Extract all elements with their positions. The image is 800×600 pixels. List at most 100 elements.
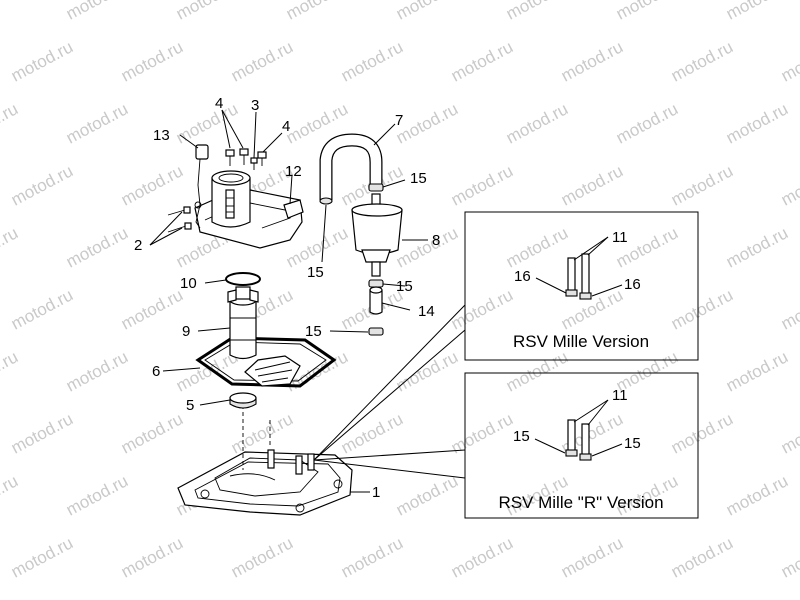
watermark-text: motod.ru bbox=[8, 37, 76, 85]
callout-8: 8 bbox=[432, 232, 440, 249]
pump-housing bbox=[194, 170, 304, 249]
watermark-text: motod.ru bbox=[8, 533, 76, 581]
callout-7: 7 bbox=[395, 112, 403, 129]
watermark-text: motod.ru bbox=[558, 533, 626, 581]
fuel-hose bbox=[319, 133, 383, 205]
watermark-text: motod.ru bbox=[778, 285, 800, 333]
hose-segment bbox=[369, 286, 383, 315]
callout-16-right: 16 bbox=[624, 276, 641, 293]
watermark-text: motod.ru bbox=[448, 533, 516, 581]
callout-14: 14 bbox=[418, 303, 435, 320]
watermark-text: motod.ru bbox=[338, 533, 406, 581]
callout-6: 6 bbox=[152, 363, 160, 380]
callout-1: 1 bbox=[372, 484, 380, 501]
watermark-text: motod.ru bbox=[723, 223, 791, 271]
watermark-text: motod.ru bbox=[723, 471, 791, 519]
assembly-guide-lines bbox=[242, 405, 271, 470]
watermark-text: motod.ru bbox=[668, 37, 736, 85]
callout-16-left: 16 bbox=[514, 268, 531, 285]
watermark-text: motod.ru bbox=[118, 37, 186, 85]
inset-rsv-mille-r bbox=[464, 372, 699, 519]
callout-5: 5 bbox=[186, 397, 194, 414]
callout-11-bottom: 11 bbox=[612, 387, 628, 404]
watermark-text: motod.ru bbox=[393, 347, 461, 395]
watermark-text: motod.ru bbox=[613, 0, 681, 24]
watermark-text: motod.ru bbox=[118, 533, 186, 581]
watermark-text: motod.ru bbox=[393, 223, 461, 271]
watermark-text: motod.ru bbox=[63, 471, 131, 519]
watermark-text: motod.ru bbox=[8, 161, 76, 209]
watermark-text: motod.ru bbox=[668, 409, 736, 457]
watermark-text: motod.ru bbox=[448, 161, 516, 209]
caption-rsv-mille-r: RSV Mille "R" Version bbox=[498, 493, 663, 512]
callout-15-inset-right: 15 bbox=[624, 435, 641, 452]
watermark-text: motod.ru bbox=[118, 409, 186, 457]
watermark-text: motod.ru bbox=[668, 533, 736, 581]
watermark-text: motod.ru bbox=[558, 37, 626, 85]
callout-13: 13 bbox=[153, 127, 170, 144]
watermark-text: motod.ru bbox=[63, 347, 131, 395]
watermark-text: motod.ru bbox=[0, 471, 21, 519]
ring-nut bbox=[229, 392, 257, 409]
fuel-pump bbox=[227, 286, 259, 360]
watermark-text: motod.ru bbox=[723, 0, 791, 24]
base-plate bbox=[177, 449, 353, 516]
level-sensor bbox=[194, 144, 209, 229]
screws bbox=[167, 206, 192, 233]
watermark-text: motod.ru bbox=[503, 223, 571, 271]
watermark-text: motod.ru bbox=[118, 161, 186, 209]
watermark-text: motod.ru bbox=[228, 533, 296, 581]
watermark-text: motod.ru bbox=[0, 223, 21, 271]
callout-9: 9 bbox=[182, 323, 190, 340]
inset-pointer-lines bbox=[313, 304, 466, 479]
watermark-text: motod.ru bbox=[173, 0, 241, 24]
callout-12: 12 bbox=[285, 163, 302, 180]
watermark-text: motod.ru bbox=[723, 347, 791, 395]
watermark-text: motod.ru bbox=[613, 99, 681, 147]
watermark-text: motod.ru bbox=[228, 37, 296, 85]
watermark-text: motod.ru bbox=[63, 0, 131, 24]
filter-sock bbox=[244, 355, 301, 387]
fuel-filter bbox=[351, 193, 403, 277]
watermark-text: motod.ru bbox=[668, 285, 736, 333]
callout-15-lower: 15 bbox=[305, 323, 322, 340]
watermark-text: motod.ru bbox=[723, 99, 791, 147]
watermark-text: motod.ru bbox=[778, 37, 800, 85]
watermark-text: motod.ru bbox=[778, 533, 800, 581]
watermark-text: motod.ru bbox=[173, 99, 241, 147]
watermark-text: motod.ru bbox=[558, 161, 626, 209]
watermark-text: motod.ru bbox=[63, 99, 131, 147]
watermark-text: motod.ru bbox=[8, 409, 76, 457]
callout-4-left: 4 bbox=[215, 95, 223, 112]
watermark-text: motod.ru bbox=[448, 285, 516, 333]
callout-15-filter: 15 bbox=[396, 278, 413, 295]
bolts bbox=[225, 148, 267, 170]
callout-10: 10 bbox=[180, 275, 197, 292]
watermark-text: motod.ru bbox=[338, 37, 406, 85]
watermark-text: motod.ru bbox=[778, 161, 800, 209]
watermark-text: motod.ru bbox=[338, 409, 406, 457]
watermark-text: motod.ru bbox=[0, 99, 21, 147]
watermark-text: motod.ru bbox=[63, 223, 131, 271]
watermark-text: motod.ru bbox=[118, 285, 186, 333]
watermark-text: motod.ru bbox=[503, 347, 571, 395]
watermark-text: motod.ru bbox=[0, 0, 21, 24]
watermark-text: motod.ru bbox=[8, 285, 76, 333]
o-ring bbox=[225, 272, 261, 286]
watermark-text: motod.ru bbox=[668, 161, 736, 209]
watermark-text: motod.ru bbox=[778, 409, 800, 457]
callout-2: 2 bbox=[134, 237, 142, 254]
callout-3: 3 bbox=[251, 97, 259, 114]
callout-leader-lines bbox=[149, 109, 623, 493]
watermark-text: motod.ru bbox=[393, 471, 461, 519]
callout-4-right: 4 bbox=[282, 118, 290, 135]
caption-rsv-mille: RSV Mille Version bbox=[513, 332, 649, 351]
watermark-text: motod.ru bbox=[503, 99, 571, 147]
inset-rsv-mille bbox=[464, 211, 699, 361]
watermark-text: motod.ru bbox=[503, 0, 571, 24]
watermark-text: motod.ru bbox=[448, 37, 516, 85]
inset-captions: RSV Mille Version RSV Mille "R" Version bbox=[498, 332, 663, 512]
watermark-text: motod.ru bbox=[283, 0, 351, 24]
callout-11-top: 11 bbox=[612, 229, 628, 246]
